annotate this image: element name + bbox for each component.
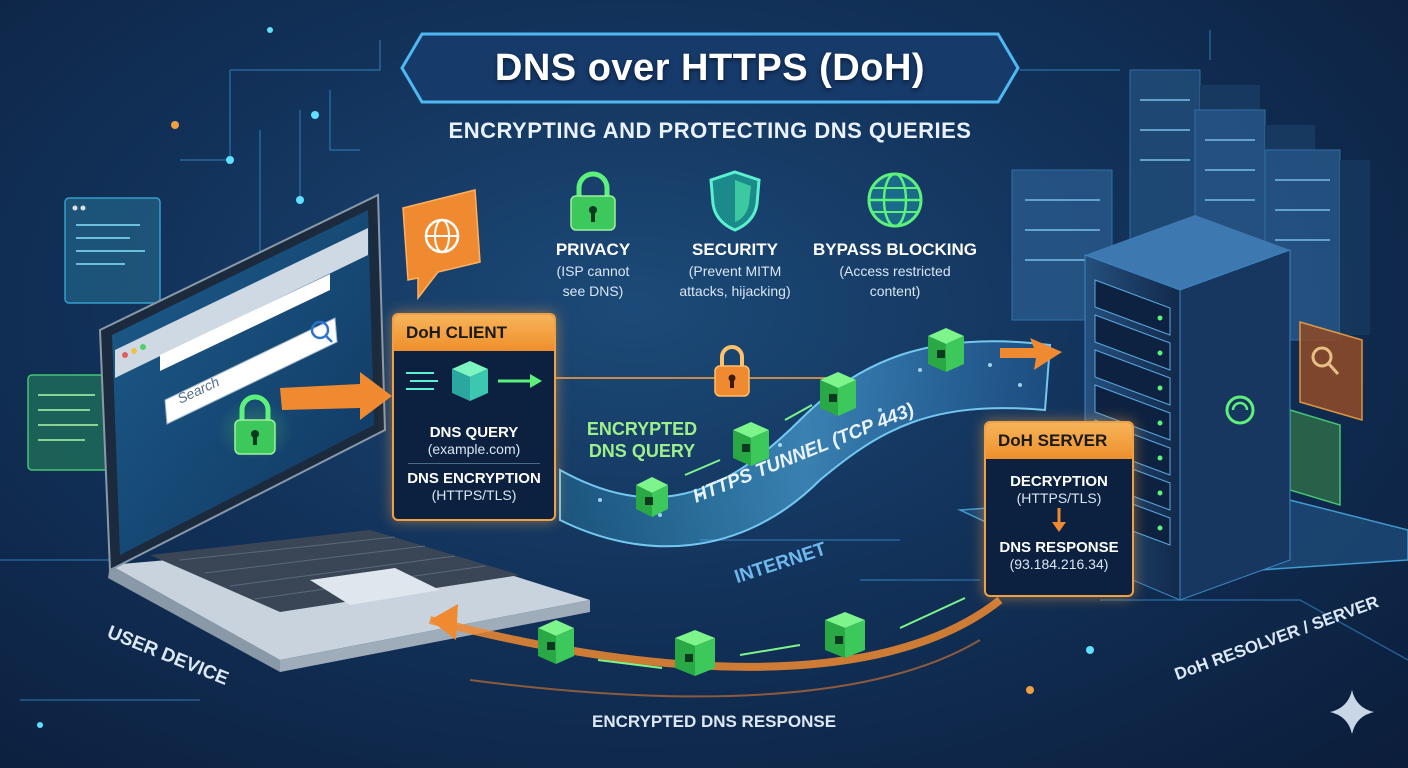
feature-desc: (Access restricted [839, 263, 951, 279]
query-cubes [636, 328, 964, 517]
feature-label: SECURITY [692, 240, 778, 259]
floating-window-right-bottom [1289, 408, 1341, 507]
floating-window-right-top [1299, 321, 1363, 421]
client-header: DoH CLIENT [394, 315, 554, 351]
arrow-to-server [1000, 338, 1062, 370]
title-banner: DNS over HTTPS (DoH) [400, 32, 1020, 104]
server-decryption-value: (HTTPS/TLS) [1016, 490, 1102, 506]
page-subtitle: ENCRYPTING AND PROTECTING DNS QUERIES [448, 118, 972, 143]
feature-label: BYPASS BLOCKING [812, 240, 978, 259]
chat-bubble-globe-icon [402, 189, 481, 301]
floating-window-left-top [64, 197, 161, 304]
floating-window-left-bottom [27, 374, 109, 471]
laptop [98, 193, 590, 672]
feature-bypass-blocking: BYPASS BLOCKING (Access restricted conte… [810, 168, 980, 300]
tunnel-lock-icon [714, 345, 750, 397]
server-decryption-label: DECRYPTION [1010, 473, 1108, 490]
feature-privacy: PRIVACY (ISP cannot see DNS) [508, 168, 678, 300]
shield-icon [709, 170, 761, 232]
padlock-icon [570, 171, 616, 231]
feature-security: SECURITY (Prevent MITM attacks, hijackin… [650, 168, 820, 300]
encrypted-query-label: ENCRYPTED DNS QUERY [572, 418, 712, 462]
response-arrows [597, 597, 966, 669]
feature-label: PRIVACY [555, 240, 631, 259]
feature-desc: see DNS) [562, 283, 624, 299]
feature-desc: (Prevent MITM [688, 263, 782, 279]
encrypted-response-label: ENCRYPTED DNS RESPONSE [592, 712, 837, 731]
client-query-value: (example.com) [427, 441, 521, 457]
feature-desc: attacks, hijacking) [679, 283, 791, 299]
query-arrows [684, 404, 813, 476]
page-title: DNS over HTTPS (DoH) [494, 46, 926, 89]
feature-desc: (ISP cannot [556, 263, 630, 279]
response-cubes [538, 612, 865, 676]
server-response-label: DNS RESPONSE [999, 539, 1119, 556]
client-encryption-label: DNS ENCRYPTION [407, 470, 541, 487]
client-encryption-value: (HTTPS/TLS) [431, 487, 517, 503]
down-arrow-icon [1052, 508, 1066, 532]
client-encryption-icon [406, 361, 542, 401]
arrow-to-client [280, 372, 392, 420]
globe-icon [867, 172, 923, 228]
sparkle-icon [1330, 690, 1374, 734]
encrypted-query-line1: ENCRYPTED [586, 419, 698, 439]
feature-desc: content) [869, 283, 921, 299]
server-header: DoH SERVER [986, 423, 1132, 459]
client-query-label: DNS QUERY [429, 424, 519, 441]
doh-server-panel: DoH SERVER DECRYPTION (HTTPS/TLS) DNS RE… [984, 421, 1134, 597]
server-response-value: (93.184.216.34) [1009, 556, 1109, 572]
doh-client-panel: DoH CLIENT DNS QUERY (example.com) DNS E… [392, 313, 556, 521]
https-tunnel [559, 340, 1052, 548]
encrypted-query-line2: DNS QUERY [588, 441, 696, 461]
